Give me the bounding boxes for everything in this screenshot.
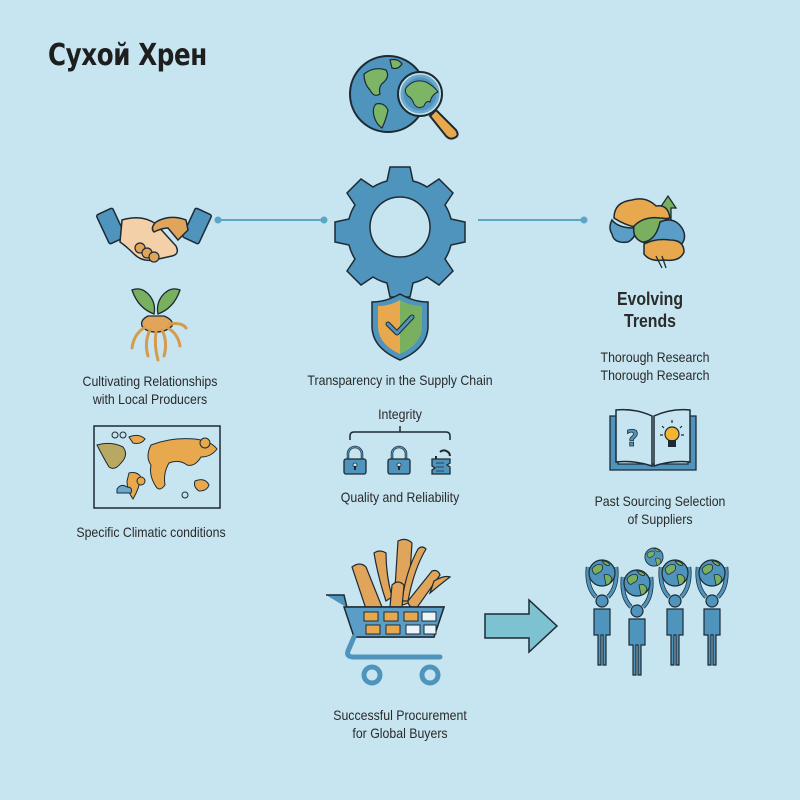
gear-icon <box>334 165 466 298</box>
horseradish-root-icon <box>124 276 188 366</box>
svg-text:?: ? <box>626 427 639 452</box>
evolving-trends-label: Evolving Trends <box>616 289 683 331</box>
transparency-label: Transparency in the Supply Chain <box>307 372 493 388</box>
specific-climatic-label: Specific Climatic conditions <box>76 524 226 540</box>
integrity-tree <box>336 426 464 478</box>
right-arrow-icon <box>483 598 559 654</box>
integrity-label: Integrity <box>378 406 422 422</box>
quality-reliability-label: Quality and Reliability <box>340 489 460 505</box>
connector-line-left <box>214 216 328 224</box>
connector-line-right <box>474 216 588 224</box>
globe-magnifier-icon <box>346 52 472 142</box>
world-climate-map-icon <box>93 425 221 509</box>
open-book-question-bulb-icon: ? <box>608 408 698 472</box>
shopping-cart-horseradish-icon <box>322 535 462 690</box>
page-title: Сухой Хрен <box>48 38 207 73</box>
brain-growth-icon <box>608 188 692 272</box>
padlock-closed-icon <box>386 445 412 476</box>
people-holding-globes-icon <box>580 545 730 665</box>
cultivating-relationships-label: Cultivating Relationships with Local Pro… <box>82 373 218 407</box>
successful-procurement-label: Successful Procurement for Global Buyers <box>333 707 467 741</box>
thorough-research-label: Thorough Research Thorough Research <box>600 349 710 383</box>
shield-check-icon <box>369 292 431 362</box>
past-sourcing-label: Past Sourcing Selection of Suppliers <box>594 493 726 527</box>
padlock-closed-icon <box>342 445 368 476</box>
handshake-icon <box>95 200 213 268</box>
padlock-broken-icon <box>428 446 454 476</box>
